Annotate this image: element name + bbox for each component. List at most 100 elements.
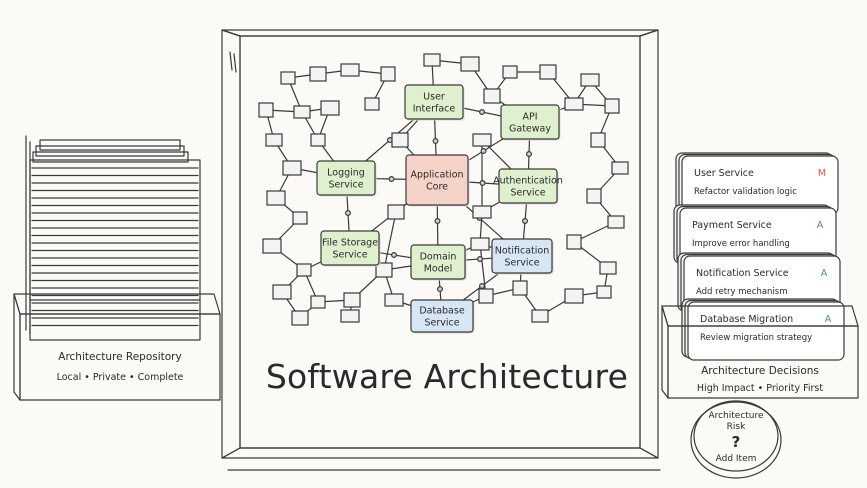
component-box	[310, 133, 326, 147]
component-box	[607, 215, 625, 229]
component-box	[512, 280, 528, 296]
edge-joint	[525, 151, 532, 158]
node-label: Logging	[327, 168, 365, 179]
node-label: Gateway	[509, 124, 551, 135]
edge-joint	[391, 252, 398, 259]
node-label: Service	[510, 188, 545, 199]
component-box	[566, 234, 582, 250]
component-box	[282, 160, 302, 176]
repository-sublabel: Local • Private • Complete	[57, 372, 184, 383]
component-box	[292, 211, 308, 225]
decision-card-title: Database Migration	[700, 314, 793, 325]
node-label: Service	[332, 250, 367, 261]
decision-card-badge: A	[817, 220, 824, 231]
decision-card-subtitle: Improve error handling	[692, 239, 790, 249]
component-box	[387, 204, 405, 220]
component-box	[502, 65, 518, 79]
risk-token-question-mark: ?	[732, 433, 741, 451]
risk-token[interactable]: Architecture Risk ? Add Item	[690, 400, 782, 479]
node-label: Service	[504, 258, 539, 269]
component-box	[391, 132, 409, 148]
component-box	[460, 56, 480, 72]
component-box	[384, 293, 404, 307]
glass-panel	[221, 29, 661, 471]
decision-card-badge: M	[818, 168, 826, 179]
component-box	[564, 288, 584, 304]
decision-card-title: Payment Service	[692, 220, 772, 231]
edge-joint	[432, 138, 439, 145]
component-box	[296, 263, 312, 277]
node-label: Model	[424, 264, 453, 275]
decision-card-title: Notification Service	[696, 268, 789, 279]
add-item-button[interactable]: Add Item	[716, 454, 757, 464]
component-box	[310, 295, 326, 309]
node-label: User	[423, 92, 445, 103]
component-box	[272, 284, 292, 300]
component-box	[265, 133, 283, 147]
architecture-repository: Architecture Repository Local • Private …	[13, 135, 221, 401]
node-label: Authentication	[493, 176, 563, 187]
edge-joint	[345, 210, 352, 217]
edge-joint	[388, 176, 395, 183]
node-label: Service	[424, 318, 459, 329]
risk-token-title-2: Risk	[727, 422, 746, 432]
decision-card-badge: A	[821, 268, 828, 279]
component-box	[478, 288, 494, 304]
component-box	[604, 98, 620, 114]
component-box	[309, 66, 327, 82]
component-box	[586, 188, 602, 204]
decision-card-title: User Service	[694, 168, 754, 179]
component-box	[472, 133, 492, 147]
diagram-title: Software Architecture	[266, 357, 628, 396]
edge-joint	[434, 218, 441, 225]
node-label: Service	[328, 180, 363, 191]
component-box	[293, 105, 311, 119]
architecture-diagram: UserInterfaceAPIGatewayLoggingServiceApp…	[258, 53, 629, 334]
node-label: Notification	[495, 246, 550, 257]
component-box	[483, 88, 501, 104]
decisions-sublabel: High Impact • Priority First	[697, 383, 823, 394]
component-box	[280, 71, 296, 85]
mesh-connection	[479, 243, 487, 297]
node-label: Interface	[413, 104, 456, 115]
component-box	[596, 285, 612, 299]
node-label: Application	[410, 170, 463, 181]
component-box	[611, 161, 629, 175]
repository-tray	[13, 293, 221, 401]
mesh-connection	[383, 211, 397, 271]
edge-joint	[521, 218, 528, 225]
paper-stack	[25, 135, 201, 341]
node-label: File Storage	[322, 238, 378, 249]
component-box	[343, 292, 361, 308]
component-box	[564, 97, 584, 111]
node-label: Core	[426, 182, 448, 193]
node-label: API	[522, 112, 537, 123]
component-box	[258, 102, 274, 118]
component-box	[590, 132, 606, 148]
decision-card-subtitle: Review migration strategy	[700, 333, 812, 343]
edge-joint	[480, 148, 487, 155]
edge-joint	[437, 286, 444, 293]
decision-card-subtitle: Refactor validation logic	[694, 187, 797, 197]
component-box	[266, 190, 286, 206]
component-box	[531, 309, 549, 323]
edge-joint	[479, 283, 486, 290]
component-box	[320, 100, 340, 116]
component-box	[470, 237, 490, 251]
decisions-tray	[661, 305, 859, 399]
component-box	[472, 205, 492, 219]
